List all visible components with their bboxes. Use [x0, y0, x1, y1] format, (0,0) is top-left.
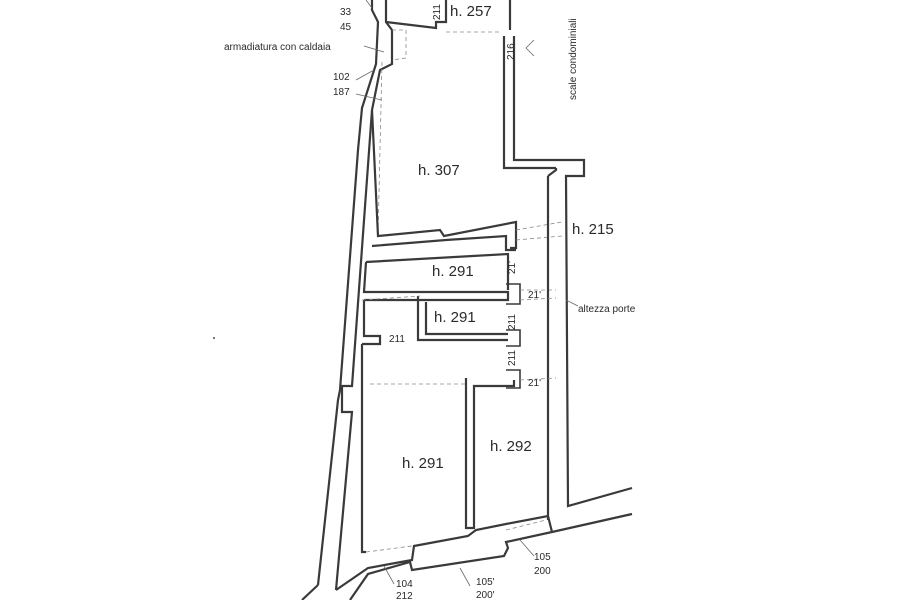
dim-102: 102: [333, 72, 350, 83]
dim-216: 216: [506, 43, 517, 60]
note-boiler-closet: armadiatura con caldaia: [224, 42, 331, 53]
dim-104: 104: [396, 579, 413, 590]
dim-211-f: 21': [528, 378, 541, 389]
dim-211-b: 21': [528, 290, 541, 301]
dim-200-star: 200': [476, 590, 495, 600]
room-label-main: h. 307: [418, 162, 460, 179]
dim-211-a: 21': [507, 261, 518, 274]
stair-arrow-icon: [525, 39, 535, 57]
room-label-b: h. 291: [434, 309, 476, 326]
dim-211-d: 211: [389, 334, 405, 345]
note-stairs: scale condominiali: [568, 18, 579, 100]
dim-211-e: 211: [507, 350, 518, 366]
lower-rooms-walls: [360, 168, 558, 554]
main-room-walls: [370, 109, 563, 252]
dim-212: 212: [396, 591, 413, 600]
dim-105-star: 105': [476, 577, 495, 588]
room-label-c: h. 291: [402, 455, 444, 472]
dim-211-c: 211: [507, 314, 518, 330]
leader-lines: [355, 0, 579, 587]
top-room-walls: [385, 0, 512, 61]
room-label-top: h. 257: [450, 3, 492, 20]
dim-211-top: 211: [432, 4, 443, 20]
stair-wall: [377, 36, 633, 508]
room-label-d: h. 292: [490, 438, 532, 455]
room-b-walls: [361, 295, 521, 347]
dim-105: 105: [534, 552, 551, 563]
stray-mark: [213, 337, 215, 339]
dim-187: 187: [333, 87, 350, 98]
dim-200: 200: [534, 566, 551, 577]
dim-45: 45: [340, 22, 352, 33]
room-label-corridor: h. 215: [572, 221, 614, 238]
room-a-walls: [362, 252, 556, 305]
note-door-height: altezza porte: [578, 304, 636, 315]
room-label-a: h. 291: [432, 263, 474, 280]
dim-33: 33: [340, 7, 352, 18]
front-exterior-wall: [335, 512, 633, 600]
